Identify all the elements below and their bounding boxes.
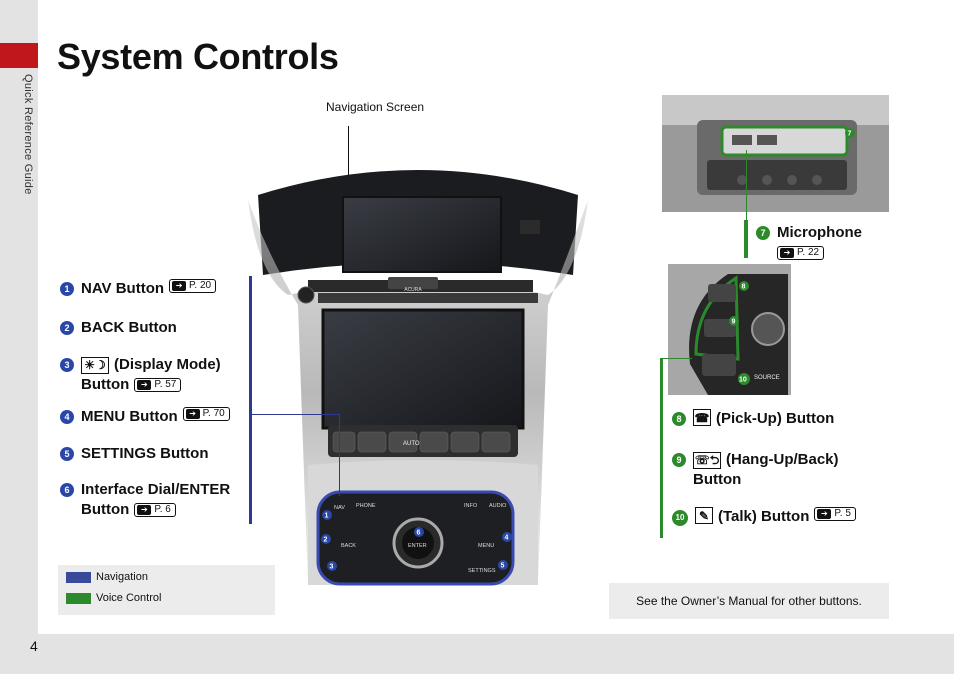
wheel-leader — [662, 358, 692, 359]
pick-up-icon: ☎ — [693, 409, 711, 426]
menu-button-label: MENU Button — [81, 408, 178, 425]
number-badge: 9 — [672, 453, 686, 467]
microphone-grille — [720, 125, 849, 157]
page-reference[interactable]: ➔P. 20 — [169, 279, 217, 293]
page-reference[interactable]: ➔P. 57 — [134, 378, 182, 393]
menu-button-item: 4 MENU Button ➔P. 70 — [60, 407, 230, 427]
microphone-leader — [746, 150, 747, 220]
svg-text:2: 2 — [324, 537, 328, 544]
number-badge: 1 — [60, 282, 74, 296]
interface-dial-item: 6 Interface Dial/ENTER Button➔P. 6 — [60, 480, 230, 520]
svg-text:ENTER: ENTER — [408, 543, 427, 549]
overhead-console-photo: 7 — [662, 95, 889, 212]
arrow-right-icon: ➔ — [172, 281, 187, 291]
hang-up-back-icon: ☏⮌ — [693, 451, 721, 469]
arrow-right-icon: ➔ — [137, 505, 152, 516]
back-button-label: BACK Button — [81, 319, 177, 336]
legend-swatch — [66, 592, 91, 604]
hang-up-button-item: 9 ☏⮌(Hang-Up/Back) Button — [672, 450, 839, 490]
svg-text:BACK: BACK — [341, 543, 356, 549]
microphone-item: 7 Microphone ➔P. 22 — [756, 223, 862, 263]
voice-group-bar — [660, 358, 663, 538]
pick-up-button-item: 8 ☎ (Pick-Up) Button — [672, 409, 834, 429]
dashboard-illustration: ACURA AUTO NAV PHONE INFO AUDIO BACK ENT… — [248, 170, 588, 586]
settings-button-label: SETTINGS Button — [81, 445, 209, 462]
svg-text:INFO: INFO — [464, 503, 478, 509]
arrow-right-icon: ➔ — [780, 248, 794, 259]
talk-button-item: 10 ✎ (Talk) Button ➔P. 5 — [672, 507, 856, 527]
page-reference[interactable]: ➔P. 70 — [182, 407, 230, 421]
page-reference[interactable]: ➔P. 6 — [134, 503, 176, 518]
svg-text:4: 4 — [505, 535, 509, 542]
svg-text:9: 9 — [732, 319, 736, 326]
number-badge: 10 — [672, 510, 688, 526]
svg-text:1: 1 — [325, 513, 329, 520]
number-badge: 7 — [756, 226, 770, 240]
nav-button-label: NAV Button — [81, 280, 165, 297]
display-mode-icon: ☀☽ — [81, 356, 109, 374]
switch-cluster-outline — [694, 275, 740, 361]
navigation-screen-leader — [348, 126, 349, 202]
sidebar-label: Quick Reference Guide — [22, 74, 34, 195]
svg-text:7: 7 — [848, 131, 852, 138]
svg-text:NAV: NAV — [334, 505, 345, 511]
number-badge: 5 — [60, 447, 74, 461]
section-marker — [0, 43, 38, 68]
number-badge: 4 — [60, 410, 74, 424]
svg-text:8: 8 — [742, 284, 746, 291]
voice-group-bar-mic — [744, 220, 748, 258]
nav-leader-horizontal — [252, 414, 340, 415]
back-button-item: 2 BACK Button — [60, 318, 177, 338]
nav-button-item: 1 NAV Button ➔P. 20 — [60, 279, 217, 299]
legend-swatch — [66, 571, 91, 583]
page-reference[interactable]: ➔P. 5 — [814, 507, 856, 521]
nav-leader-vertical — [339, 414, 340, 496]
lower-touch-screen — [321, 308, 525, 430]
steering-wheel-photo: SOURCE 8 9 10 — [668, 264, 791, 395]
number-badge: 2 — [60, 321, 74, 335]
page-number: 4 — [30, 638, 38, 654]
svg-text:3: 3 — [330, 564, 334, 571]
svg-text:SETTINGS: SETTINGS — [468, 568, 496, 574]
talk-icon: ✎ — [695, 507, 713, 524]
display-mode-button-item: 3 ☀☽(Display Mode) Button➔P. 57 — [60, 355, 221, 395]
page-reference[interactable]: ➔P. 22 — [777, 246, 825, 261]
svg-text:10: 10 — [739, 377, 747, 384]
sidebar — [0, 0, 38, 674]
legend-item-voice-control: Voice Control — [66, 592, 161, 604]
number-badge: 3 — [60, 358, 74, 372]
arrow-right-icon: ➔ — [185, 409, 200, 419]
navigation-group-bar — [249, 276, 252, 524]
svg-text:AUDIO: AUDIO — [489, 503, 507, 509]
upper-navigation-screen — [342, 196, 502, 273]
arrow-right-icon: ➔ — [137, 380, 152, 391]
legend: Navigation Voice Control — [58, 565, 275, 615]
number-badge: 6 — [60, 483, 74, 497]
svg-text:MENU: MENU — [478, 543, 494, 549]
svg-text:5: 5 — [501, 563, 505, 570]
svg-text:PHONE: PHONE — [356, 503, 376, 509]
svg-text:6: 6 — [417, 530, 421, 537]
owners-manual-note: See the Owner’s Manual for other buttons… — [609, 583, 889, 619]
page-title: System Controls — [57, 36, 339, 77]
footer-bar — [0, 634, 954, 674]
number-badge: 8 — [672, 412, 686, 426]
svg-text:ACURA: ACURA — [404, 287, 422, 293]
arrow-right-icon: ➔ — [817, 509, 832, 519]
svg-text:AUTO: AUTO — [403, 441, 420, 447]
svg-text:SOURCE: SOURCE — [754, 375, 780, 381]
settings-button-item: 5 SETTINGS Button — [60, 444, 209, 464]
navigation-screen-label: Navigation Screen — [326, 100, 425, 114]
legend-item-navigation: Navigation — [66, 571, 148, 583]
